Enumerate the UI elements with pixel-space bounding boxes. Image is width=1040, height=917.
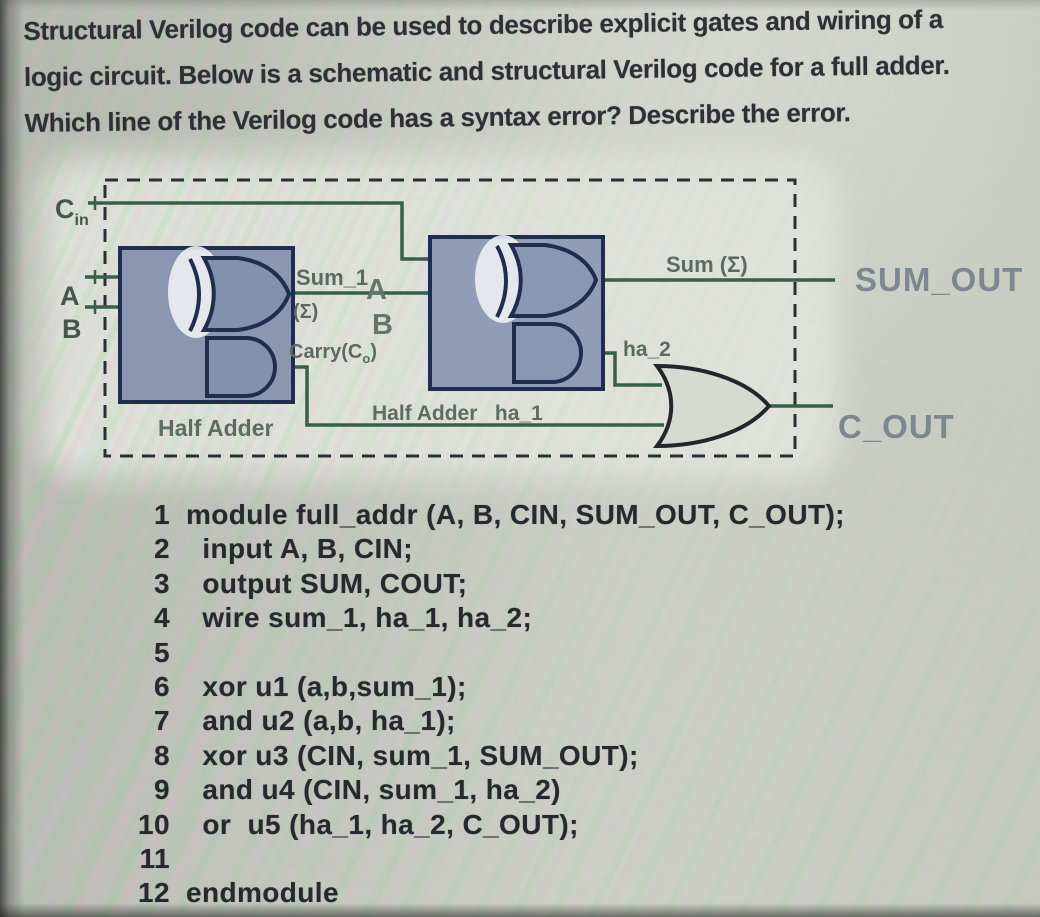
code-line-text: endmodule [186, 877, 339, 909]
code-line-number: 12 [138, 877, 170, 909]
wire-cin-branch [475, 259, 514, 338]
label-ha2-wire: ha_2 [623, 338, 671, 361]
code-line-number: 4 [154, 602, 170, 634]
wire-b-branch [148, 307, 207, 382]
code-line-number: 10 [138, 808, 170, 840]
code-line-text: output SUM, COUT; [186, 567, 468, 599]
label-input-a: A [60, 281, 80, 311]
or-gate [652, 363, 772, 449]
code-line-text: xor u3 (CIN, sum_1, SUM_OUT); [186, 739, 639, 771]
code-line-number: 9 [154, 774, 170, 806]
code-line-number: 11 [139, 842, 170, 874]
wire-cin [88, 201, 497, 261]
wire-carry-ha1 [275, 365, 664, 427]
code-line-7: 7 and u2 (a,b, ha_1); [136, 704, 1016, 738]
code-line-number: 2 [154, 533, 170, 565]
code-line-2: 2 input A, B, CIN; [136, 532, 1016, 566]
code-line-text [186, 842, 1016, 876]
code-line-8: 8 xor u3 (CIN, sum_1, SUM_OUT); [136, 739, 1016, 773]
code-line-11: 11 [136, 842, 1016, 876]
verilog-code-listing: 1 module full_addr (A, B, CIN, SUM_OUT, C… [136, 498, 1016, 911]
code-line-6: 6 xor u1 (a,b,sum_1); [136, 670, 1016, 704]
junction-dot [472, 254, 482, 264]
module-dashed-border [103, 178, 797, 458]
label-ha2-port-a: A [366, 274, 387, 306]
junction-dot [158, 272, 168, 282]
code-line-4: 4 wire sum_1, ha_1, ha_2; [136, 601, 1016, 635]
label-input-b: B [62, 314, 82, 344]
code-line-9: 9 and u4 (CIN, sum_1, ha_2) [136, 773, 1016, 807]
wire-ha2 [581, 351, 662, 387]
wire-a-branch [161, 277, 207, 352]
code-line-3: 3 output SUM, COUT; [136, 567, 1016, 601]
xor-gate-1-crescent [188, 258, 201, 332]
code-line-number: 1 [154, 499, 170, 530]
and-gate-1 [205, 336, 277, 398]
label-sigma: (Σ) [293, 301, 318, 323]
code-line-number: 3 [154, 567, 170, 599]
code-line-12: 12 endmodule [136, 876, 1016, 910]
half-adder-2-box [428, 235, 605, 391]
question-text: Structural Verilog code can be used to d… [23, 0, 1035, 146]
schematic-light-area [38, 156, 838, 478]
code-line-number: 7 [154, 705, 170, 737]
label-cin: Cin [55, 194, 89, 229]
xor-highlight [168, 246, 224, 338]
code-line-text: wire sum_1, ha_1, ha_2; [186, 602, 533, 634]
label-carry-co: Carry(Co) [289, 341, 377, 366]
wires [85, 196, 835, 427]
label-sum-sigma: Sum (Σ) [666, 252, 748, 277]
half-adder-2 [428, 235, 605, 391]
label-c-out: C_OUT [838, 408, 955, 445]
junction-dots [145, 254, 482, 312]
code-line-text: or u5 (ha_1, ha_2, C_OUT); [186, 808, 579, 840]
code-line-number: 5 [154, 636, 170, 668]
code-line-text: xor u1 (a,b,sum_1); [186, 670, 467, 702]
code-line-text: module full_addr (A, B, CIN, SUM_OUT, C_… [186, 499, 845, 530]
half-adder-1 [118, 246, 295, 404]
label-sum-out: SUM_OUT [855, 261, 1023, 298]
xor-gate-2-crescent [495, 245, 508, 318]
wire-sum1-branch [458, 293, 514, 368]
junction-dot [455, 288, 465, 298]
label-half-adder-2: Half Adder ha_1 [372, 402, 543, 425]
label-ha2-port-b: B [372, 309, 393, 341]
code-line-number: 8 [154, 739, 170, 771]
junction-dot [145, 302, 155, 312]
code-line-text: input A, B, CIN; [186, 533, 414, 565]
code-line-text [186, 636, 1016, 670]
code-line-text: and u2 (a,b, ha_1); [186, 705, 456, 737]
label-half-adder-1: Half Adder [158, 415, 273, 441]
label-sum1-wire: Sum_1 [296, 265, 368, 290]
xor-gate-2 [507, 243, 599, 318]
code-line-1: 1 module full_addr (A, B, CIN, SUM_OUT, C… [136, 498, 1016, 532]
xor-gate-1 [200, 256, 292, 332]
half-adder-1-box [118, 246, 295, 404]
xor-highlight [475, 235, 531, 323]
and-gate-2 [512, 322, 583, 384]
code-line-number: 6 [154, 670, 170, 702]
code-line-5: 5 [136, 636, 1016, 670]
code-line-text: and u4 (CIN, sum_1, ha_2) [186, 774, 561, 806]
code-line-10: 10 or u5 (ha_1, ha_2, C_OUT); [136, 808, 1016, 842]
